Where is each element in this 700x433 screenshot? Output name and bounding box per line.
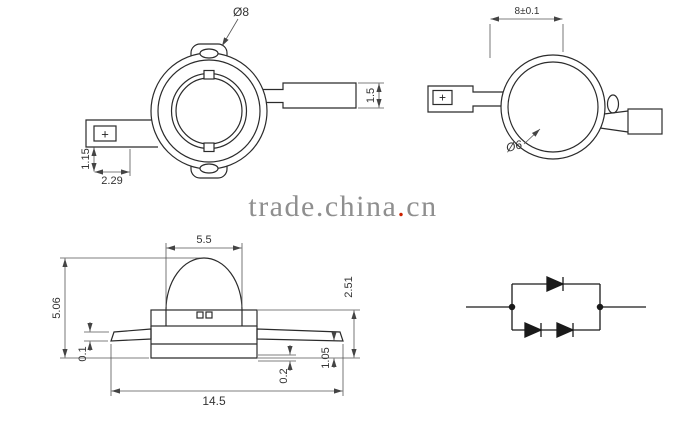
lens-notch-bottom [203,142,215,153]
watermark-part-cn: cn [406,190,437,223]
diode-bottom-2 [556,322,575,338]
dim-total-width: 14.5 [202,394,226,408]
dim-b: 2.29 [101,175,122,187]
package-body [150,326,258,359]
polarity-box-back [432,89,453,106]
dia-leader-line [221,18,239,47]
node-right [596,303,604,311]
tab-hole-side [606,94,620,114]
dim-pad-step: 0.2 [278,368,290,383]
side-view-outline [110,257,344,359]
dim-top-width: 8±0.1 [515,6,540,17]
lens-dia-leader-line [523,128,541,145]
watermark-part-trade: trade [248,190,315,223]
front-view-dimensions [91,18,384,176]
lens-dome [165,257,243,311]
cathode-connector-bottom [599,127,629,133]
flange-left [110,328,152,342]
cathode-lead-back [627,108,663,135]
diode-top [546,276,565,292]
flange-right [256,328,344,342]
cathode-lead [263,82,357,109]
tab-hole-top [199,48,219,59]
dim-lens-diameter: Ø6 [504,137,524,155]
dim-base-height: 1.05 [320,347,332,368]
front-view: + Ø8 1.5 1.15 2.29 [80,5,384,187]
diode-bottom-1 [524,322,543,338]
center-mark-right [205,311,213,319]
back-view-dimensions [489,16,564,145]
node-left [508,303,516,311]
lens-notch-top [203,69,215,80]
watermark-text: trade.china.cn [248,190,437,223]
polarity-plus-mark: + [101,127,109,142]
front-view-outline [85,43,357,179]
watermark-part-china: china [325,190,397,223]
lens-opening-circle [507,61,599,153]
body-inner-ring [157,59,261,163]
polarity-box [93,125,117,142]
dim-outer-diameter: Ø8 [233,5,249,19]
side-view-dimensions [60,243,360,396]
lens-holder [150,309,258,327]
circuit-schematic [466,276,646,338]
back-view-outline [427,54,663,160]
watermark-dot-1: . [316,190,325,223]
dim-lens-width: 5.5 [196,234,211,246]
body-outer-circle-back [500,54,606,160]
cathode-connector-top [603,110,629,115]
side-view: 5.5 5.06 0.1 14.5 0.2 1.05 2.51 [51,234,360,408]
back-view: + 8±0.1 Ø6 [427,6,663,160]
anode-lead [85,119,158,148]
polarity-plus-mark-back: + [439,91,446,105]
anode-lead-back [427,85,505,113]
dim-body-height: 2.51 [343,276,355,297]
watermark-dot-2: . [397,190,406,223]
dim-total-height: 5.06 [51,297,63,318]
tab-hole-bottom [199,163,219,174]
dim-flange-thickness: 0.1 [77,346,89,361]
dim-lead-width: 1.5 [365,88,377,103]
dim-a: 1.15 [80,148,92,169]
center-mark-left [196,311,204,319]
